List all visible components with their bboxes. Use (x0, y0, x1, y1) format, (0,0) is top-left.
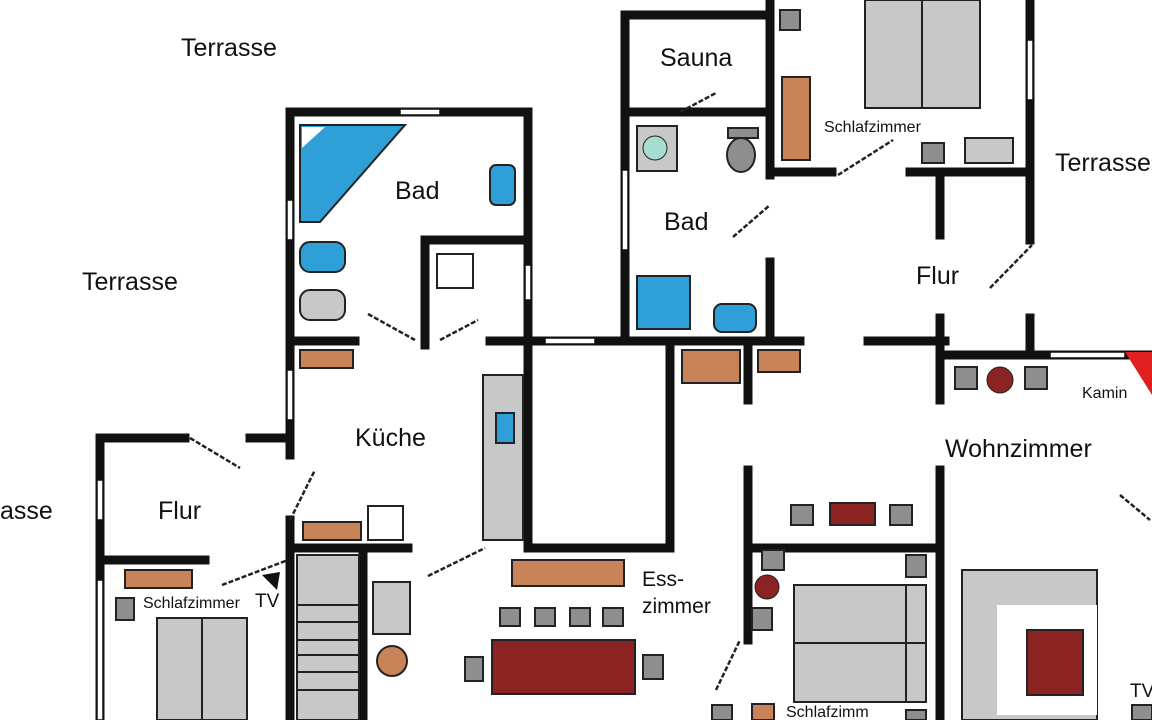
label-bad-left: Bad (395, 177, 439, 205)
shower (436, 253, 474, 289)
label-tv-left: TV (255, 591, 280, 612)
toilet-left (299, 289, 346, 321)
label-bad-right: Bad (664, 208, 708, 236)
bathtub-left (299, 124, 408, 223)
toilet-right (726, 137, 756, 173)
fireplace-icon (1125, 352, 1152, 395)
label-flur-right: Flur (916, 262, 959, 290)
staircase (296, 554, 360, 720)
furniture (115, 0, 1152, 720)
shower-right (636, 275, 691, 330)
label-tv-right: TV (1130, 681, 1152, 702)
label-schlafzimmer-bottom: Schlafzimm (786, 704, 869, 720)
label-terrasse-bottom-left: asse (0, 497, 53, 525)
bidet (299, 241, 346, 273)
doors (189, 91, 1151, 691)
label-sauna: Sauna (660, 44, 732, 72)
sink (489, 164, 516, 206)
dining-table (491, 639, 636, 695)
label-flur-left: Flur (158, 497, 201, 525)
label-schlafzimmer-left: Schlafzimmer (143, 595, 241, 612)
label-esszimmer-1: Ess- (642, 568, 684, 591)
windows (96, 39, 1152, 720)
label-esszimmer-2: zimmer (642, 595, 711, 618)
label-terrasse-left: Terrasse (82, 268, 178, 296)
walls (95, 0, 1152, 720)
label-terrasse-top: Terrasse (181, 34, 277, 62)
kitchen-counter (482, 374, 524, 541)
label-schlafzimmer-top: Schlafzimmer (824, 119, 922, 136)
label-terrasse-right: Terrasse (1055, 149, 1151, 177)
label-wohnzimmer: Wohnzimmer (945, 435, 1092, 463)
label-kamin: Kamin (1082, 385, 1127, 402)
label-kueche: Küche (355, 424, 426, 452)
room-labels: Terrasse Terrasse asse Terrasse Sauna Ba… (0, 34, 1152, 720)
coffee-table (1026, 629, 1084, 696)
